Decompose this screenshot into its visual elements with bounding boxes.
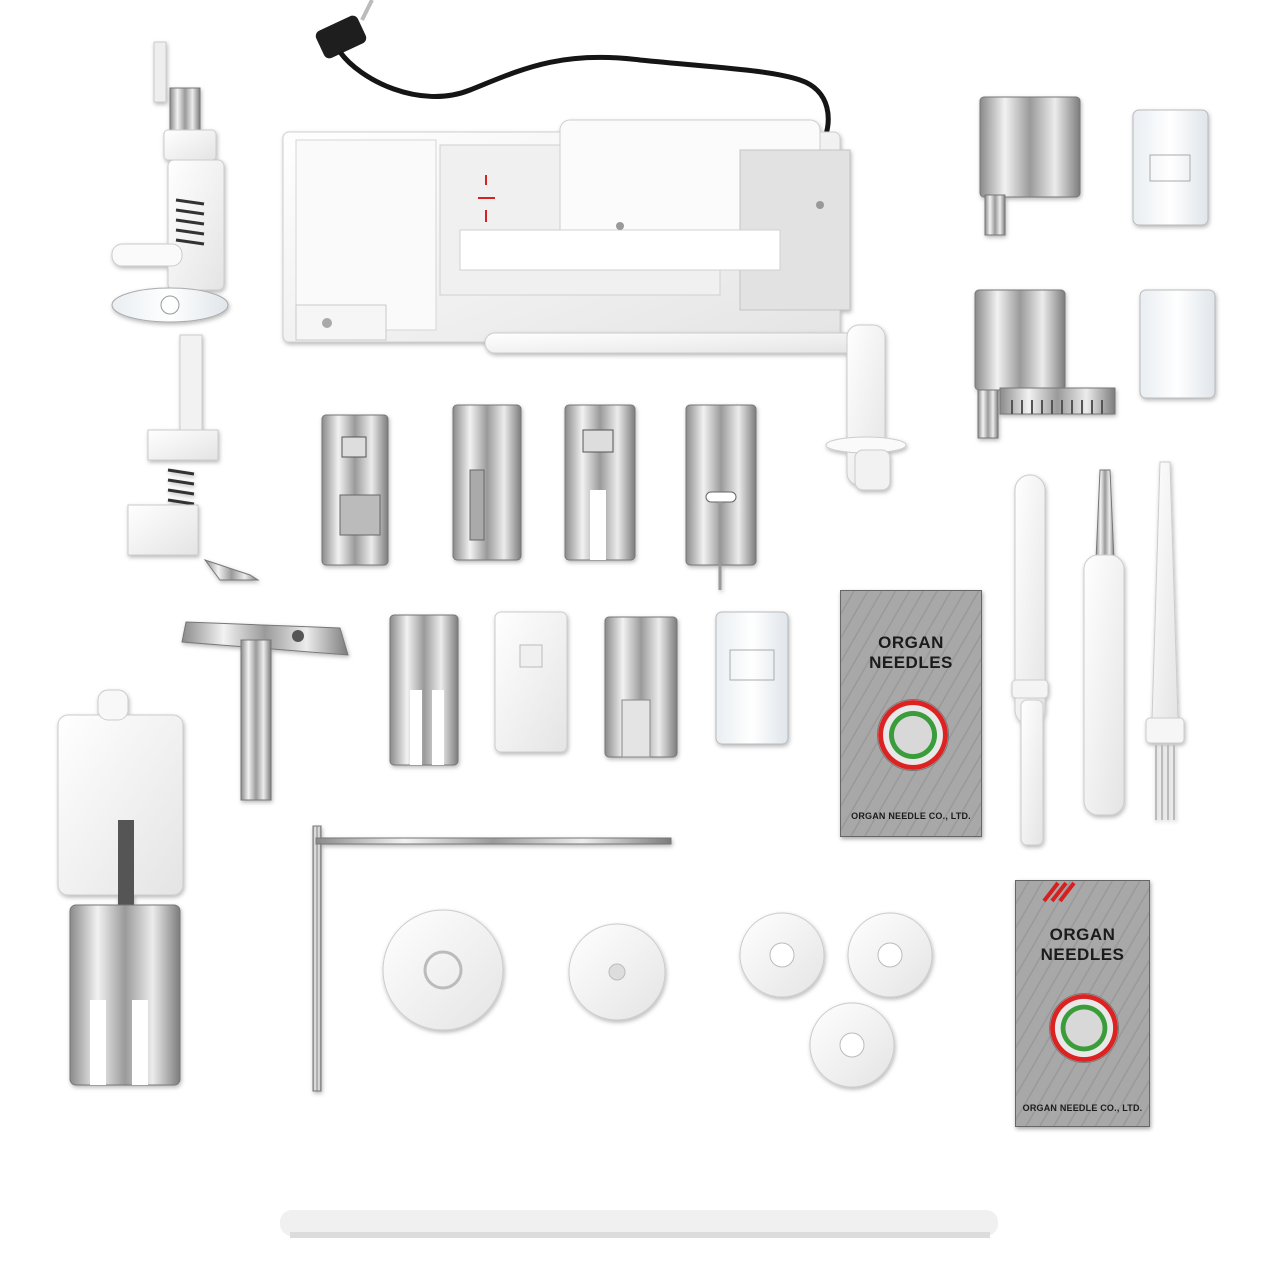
t-wrench [181,621,349,801]
pack-brand-line2: NEEDLES [869,653,953,672]
darning-foot [111,41,229,323]
lint-brush [1145,461,1185,820]
presser-foot-guide [974,289,1116,439]
pack-seal [1049,993,1119,1063]
spool-pin [484,324,907,491]
presser-foot-overcast [452,404,522,561]
buttonhole-foot [282,119,851,343]
needle-pack-2: ORGAN NEEDLES ORGAN NEEDLE CO., LTD. [1015,880,1150,1127]
spool-cap-large [382,909,504,1031]
pack-maker: ORGAN NEEDLE CO., LTD. [851,811,971,821]
pack-brand-line2: NEEDLES [1040,945,1125,964]
seam-ripper-cap [1011,474,1049,846]
presser-foot-blind [685,404,757,590]
spool-cap-medium [568,923,666,1021]
presser-foot-zipper [389,614,459,766]
power-cable [315,0,831,152]
screwdriver [1083,469,1125,816]
walking-foot [57,689,184,1086]
needle-pack-1: ORGAN NEEDLES ORGAN NEEDLE CO., LTD. [840,590,982,837]
bobbin-3 [809,1002,895,1088]
pack-brand-line1: ORGAN [1049,925,1116,944]
presser-foot-clear-right-2 [1139,289,1216,399]
presser-foot-clear-right [1132,109,1209,226]
pack-brand-line1: ORGAN [878,633,944,652]
pack-seal [877,699,949,771]
bobbin-1 [739,912,825,998]
presser-foot-clear [715,611,789,745]
presser-foot-c [321,414,389,566]
quilting-foot [127,334,260,581]
presser-foot-button [604,616,678,758]
edge-guide-bar [312,825,672,1092]
bobbin-2 [847,912,933,998]
presser-foot-satin [494,611,568,753]
base-edge [280,1210,998,1238]
pack-maker: ORGAN NEEDLE CO., LTD. [1022,1103,1143,1113]
presser-foot-zigzag [564,404,636,561]
pack-stripes-icon [1042,881,1076,903]
presser-foot-metal-right [979,96,1081,236]
